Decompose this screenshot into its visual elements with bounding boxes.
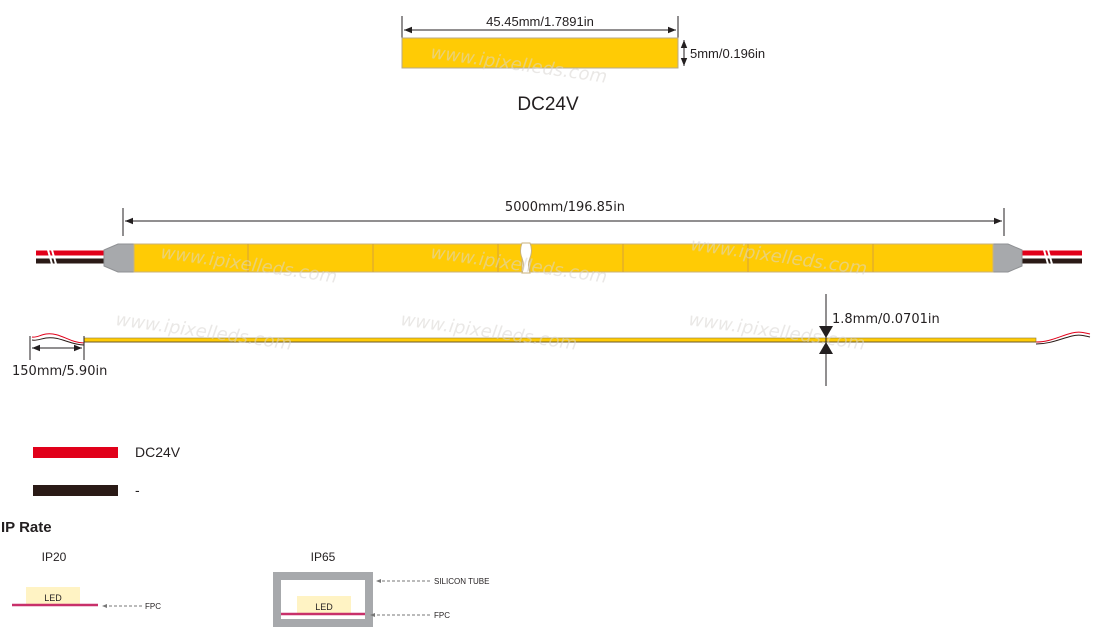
strip-length-label: 5000mm/196.85in [505,200,625,215]
segment-drawing: 45.45mm/1.7891in 5mm/0.196in DC24V www.i… [401,14,765,115]
ip-rate-title: IP Rate [1,519,52,536]
left-wires [36,249,108,265]
right-wires [1016,249,1082,265]
legend-swatch-black [33,485,118,496]
legend-swatch-red [33,447,118,458]
thickness-arrow-bottom [819,342,833,354]
strip-break [520,242,532,274]
strip-body-right [529,243,994,273]
right-end-cap [992,243,1023,273]
thickness-label: 1.8mm/0.0701in [832,312,940,327]
ip65-label: IP65 [311,550,336,564]
left-wire-tail [31,333,85,344]
ip65-led-label: LED [315,602,333,612]
segment-length-label: 45.45mm/1.7891in [486,14,594,29]
watermark: www.ipixelleds.com [114,309,293,355]
legend-label-black: - [135,482,140,498]
strip-side-view: 150mm/5.90in 1.8mm/0.0701in www.ipixelle… [12,294,1091,386]
ip65-fpc-label: FPC [434,611,450,620]
legend-label-red: DC24V [135,444,181,460]
cut-marks [247,244,874,272]
strip-body-left [133,243,523,273]
watermark: www.ipixelleds.com [399,309,578,355]
ip20-fpc-label: FPC [145,602,161,611]
lead-length-label: 150mm/5.90in [12,364,107,379]
ip20-diagram: IP20 LED FPC [12,550,161,611]
thickness-arrow-top [819,326,833,338]
ip20-led-label: LED [44,593,62,603]
right-wire-tail [1035,331,1091,343]
ip65-led [297,596,351,614]
strip-top-view: 5000mm/196.85in [36,200,1082,288]
ip20-led [26,587,80,605]
segment-led-bar [401,37,679,69]
wire-legend: DC24V - [33,444,181,498]
watermark: www.ipixelleds.com [689,234,868,280]
left-end-cap [103,243,135,273]
ip20-label: IP20 [42,550,67,564]
ip65-silicon-tube [273,572,373,627]
ip65-diagram: IP65 LED SILICON TUBE FPC [273,550,489,627]
segment-voltage-label: DC24V [517,94,579,115]
ip-rate-section: IP Rate IP20 LED FPC IP65 LED SILICON TU… [1,519,489,627]
segment-width-label: 5mm/0.196in [690,46,765,61]
ip65-tube-label: SILICON TUBE [434,577,489,586]
